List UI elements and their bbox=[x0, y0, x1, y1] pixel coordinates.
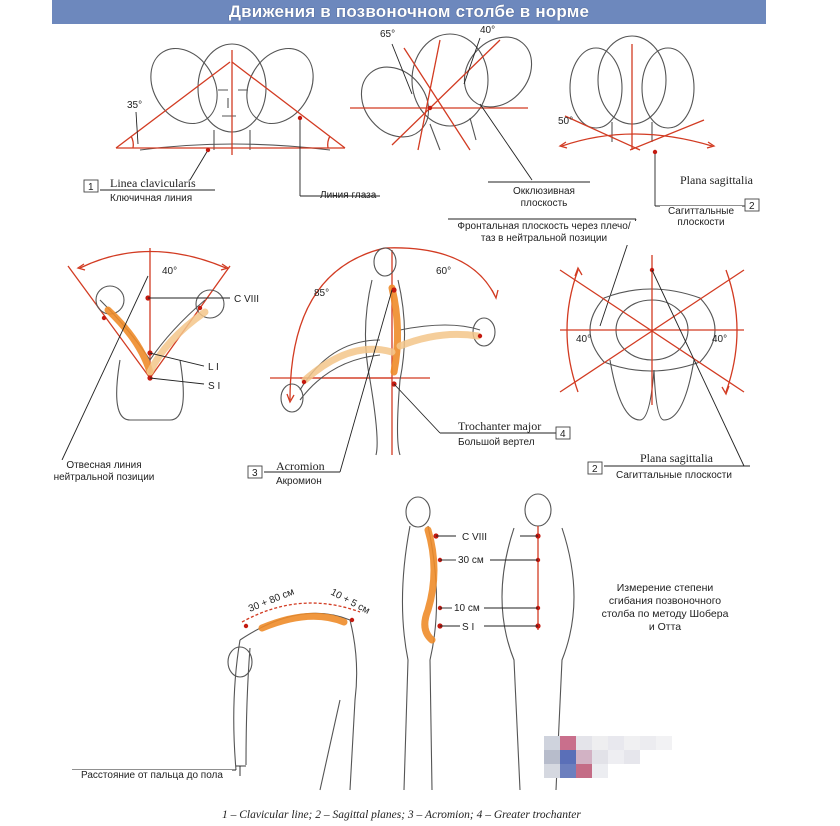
finger-floor-html: Расстояние от пальца до пола bbox=[81, 770, 223, 781]
c8-schober-label: C VIII bbox=[462, 532, 487, 543]
linea-clavicularis-label: Linea clavicularis bbox=[110, 176, 196, 190]
schober-description: Измерение степени сгибания позвоночного … bbox=[601, 582, 729, 633]
figure-caption: 1 – Clavicular line; 2 – Sagittal planes… bbox=[222, 809, 581, 821]
legend-box-2-bottom bbox=[587, 461, 603, 475]
cm10-label: 10 см bbox=[454, 603, 480, 614]
range-10-5: 10 + 5 см bbox=[329, 587, 372, 617]
angle-40-lateral: 40° bbox=[162, 266, 177, 277]
eye-line-label: Линия глаза bbox=[320, 190, 377, 201]
angle-85: 85° bbox=[314, 288, 329, 299]
range-30-80: 30 + 80 см bbox=[247, 586, 296, 614]
lateral-flexion-figure bbox=[61, 248, 231, 461]
s1-lateral-label: S I bbox=[208, 381, 220, 392]
angle-40-left: 40° bbox=[576, 334, 591, 345]
box-num-4: 4 bbox=[560, 429, 566, 440]
trochanter-ru-label: Большой вертел bbox=[458, 437, 535, 448]
s1-schober-label: S I bbox=[462, 622, 474, 633]
legend-box-1 bbox=[83, 179, 99, 193]
cm30-label: 30 см bbox=[458, 555, 484, 566]
plana-sagittalia-bottom-ru: Сагиттальные плоскости bbox=[616, 470, 732, 481]
sagittal-top-html: Сагиттальные плоскости bbox=[667, 206, 735, 228]
acromion-latin-label: Acromion bbox=[276, 459, 325, 473]
head-front-figure bbox=[115, 43, 346, 196]
box-num-1: 1 bbox=[88, 182, 94, 193]
schober-figures bbox=[72, 493, 575, 791]
legend-box-2-top bbox=[744, 198, 760, 212]
occlusal-html: Окклюзивная плоскость bbox=[513, 186, 575, 209]
angle-40-right: 40° bbox=[712, 334, 727, 345]
angle-40-head: 40° bbox=[480, 25, 495, 36]
c8-lateral-label: C VIII bbox=[234, 294, 259, 305]
flexion-extension-figure bbox=[270, 218, 637, 473]
trunk-rotation-figure bbox=[559, 255, 745, 467]
legend-box-3 bbox=[247, 465, 263, 479]
page-title: Движения в позвоночном столбе в норме bbox=[228, 2, 590, 21]
sagittal-top-box: Сагиттальные плоскости bbox=[660, 206, 742, 228]
blurred-watermark bbox=[544, 736, 688, 780]
plana-sagittalia-bottom-latin: Plana sagittalia bbox=[640, 451, 714, 465]
plumb-line-html: Отвесная линия нейтральной позиции bbox=[53, 460, 155, 483]
trochanter-latin-label: Trochanter major bbox=[458, 419, 541, 433]
head-rotation-figure bbox=[558, 35, 716, 206]
box-num-2-top: 2 bbox=[749, 201, 755, 212]
acromion-ru-label: Акромион bbox=[276, 476, 322, 487]
frontal-plane-box: Фронтальная плоскость через плечо/таз в … bbox=[452, 221, 636, 245]
box-num-3: 3 bbox=[252, 468, 258, 479]
angle-60: 60° bbox=[436, 266, 451, 277]
box-num-2-bottom: 2 bbox=[592, 464, 598, 475]
plumb-line-box: Отвесная линия нейтральной позиции bbox=[52, 460, 156, 484]
occlusal-box: Окклюзивная плоскость bbox=[504, 186, 584, 210]
head-side-figure bbox=[350, 33, 533, 181]
legend-box-4 bbox=[555, 426, 571, 440]
angle-65: 65° bbox=[380, 29, 395, 40]
finger-floor-box: Расстояние от пальца до пола bbox=[72, 770, 232, 782]
frontal-plane-html: Фронтальная плоскость через плечо/таз в … bbox=[457, 221, 631, 244]
angle-35: 35° bbox=[127, 100, 142, 111]
title-banner: Движения в позвоночном столбе в норме bbox=[52, 0, 766, 24]
l1-label: L I bbox=[208, 362, 219, 373]
angle-50: 50° bbox=[558, 116, 573, 127]
clavicular-line-label: Ключичная линия bbox=[110, 193, 192, 204]
schober-description-box: Измерение степени сгибания позвоночного … bbox=[600, 582, 730, 634]
plana-sagittalia-top-latin: Plana sagittalia bbox=[680, 173, 754, 187]
